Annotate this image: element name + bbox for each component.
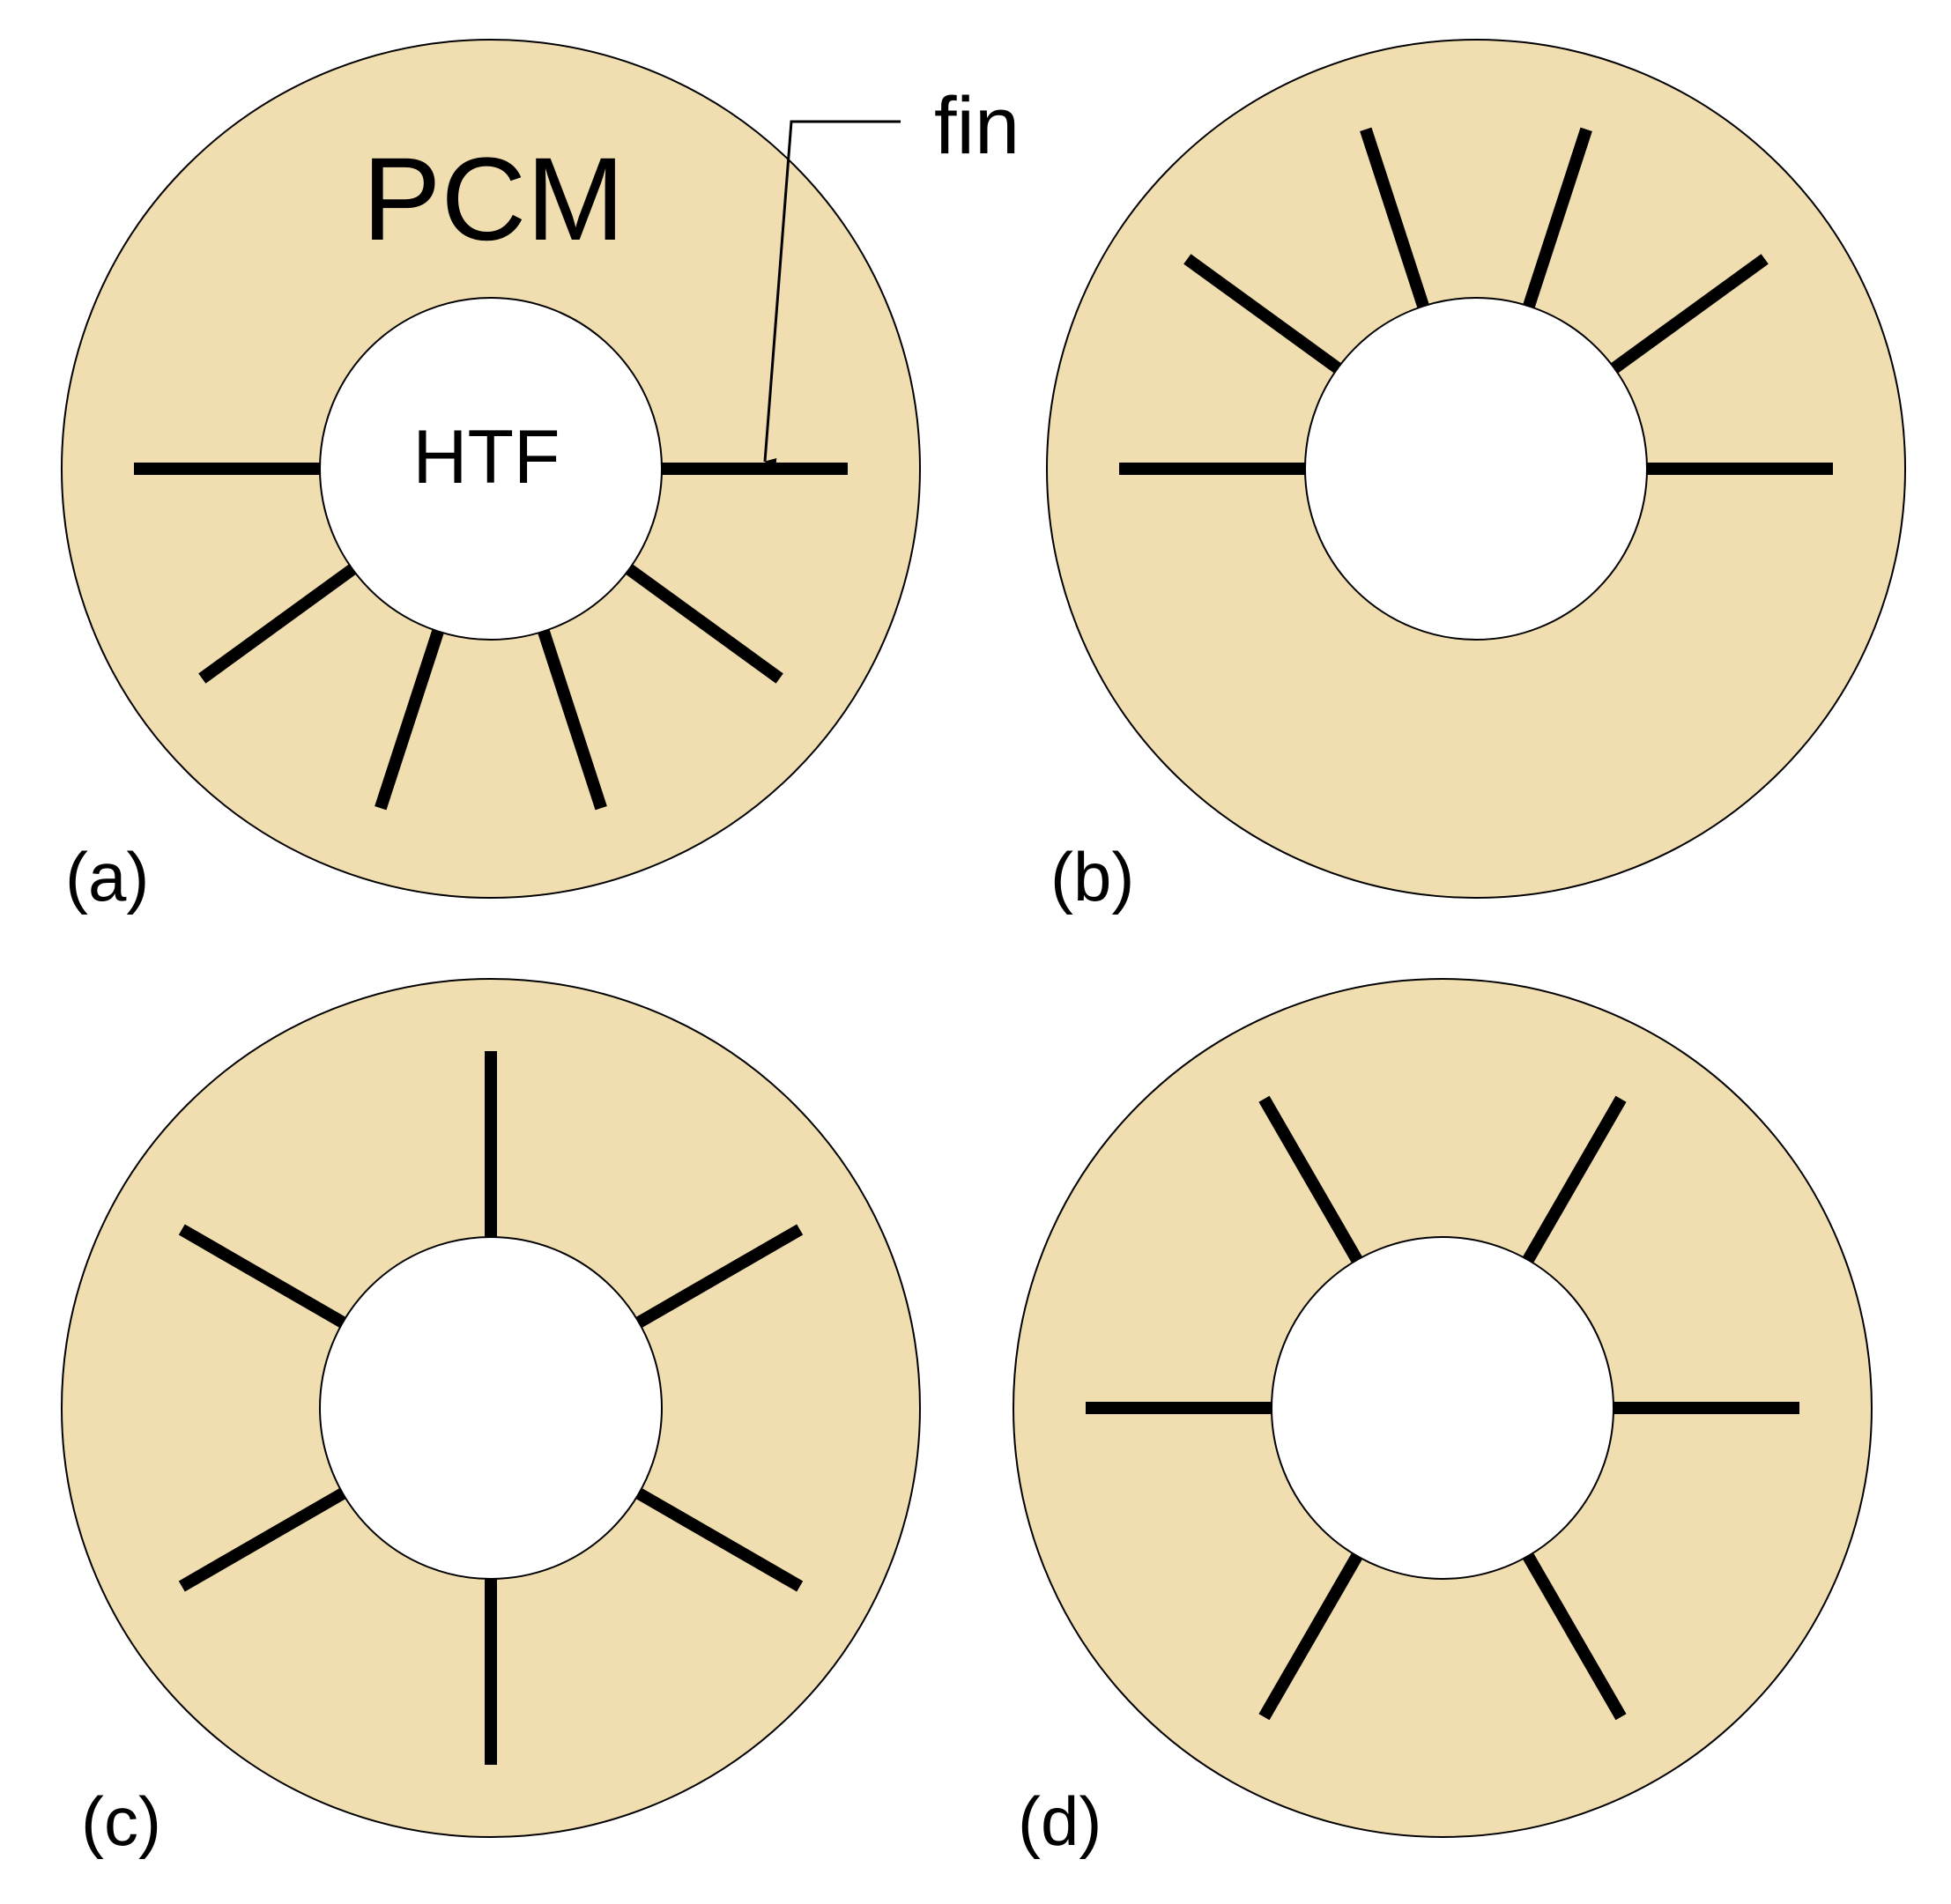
fin-5 bbox=[1258, 1552, 1363, 1721]
panel-a bbox=[61, 39, 921, 899]
fin-label: fin bbox=[934, 81, 1020, 171]
fin-6 bbox=[1522, 1552, 1627, 1721]
htf-tube bbox=[319, 297, 663, 641]
panel-label-a: (a) bbox=[65, 838, 149, 915]
fin-group bbox=[134, 463, 848, 811]
fin-pointer-arrow bbox=[763, 120, 901, 467]
fin-5 bbox=[198, 564, 357, 684]
fin-2 bbox=[635, 1224, 804, 1329]
htf-tube bbox=[319, 1236, 663, 1580]
fin-4 bbox=[1360, 127, 1429, 308]
fin-3 bbox=[1523, 127, 1592, 308]
panel-label-b: (b) bbox=[1050, 838, 1134, 915]
htf-label: HTF bbox=[412, 415, 560, 500]
panel-c bbox=[61, 978, 921, 1838]
fin-5 bbox=[1183, 254, 1342, 374]
panel-d bbox=[1013, 978, 1873, 1838]
pcm-label: PCM bbox=[362, 134, 625, 265]
fin-3 bbox=[635, 1487, 804, 1592]
panel-label-d: (d) bbox=[1018, 1782, 1102, 1860]
fin-2 bbox=[625, 564, 783, 684]
fin-5 bbox=[178, 1487, 346, 1592]
fin-4 bbox=[375, 629, 444, 811]
htf-tube bbox=[1271, 1236, 1614, 1580]
fin-3 bbox=[1258, 1095, 1363, 1263]
panel-b bbox=[1046, 39, 1906, 899]
fin-2 bbox=[1522, 1095, 1627, 1263]
fin-group bbox=[1086, 1095, 1799, 1721]
panel-label-c: (c) bbox=[81, 1782, 161, 1860]
fin-group bbox=[1119, 127, 1833, 475]
fin-group bbox=[178, 1051, 804, 1765]
fin-6 bbox=[178, 1224, 346, 1329]
fin-2 bbox=[1610, 254, 1769, 374]
fin-3 bbox=[538, 629, 607, 811]
htf-tube bbox=[1304, 297, 1648, 641]
